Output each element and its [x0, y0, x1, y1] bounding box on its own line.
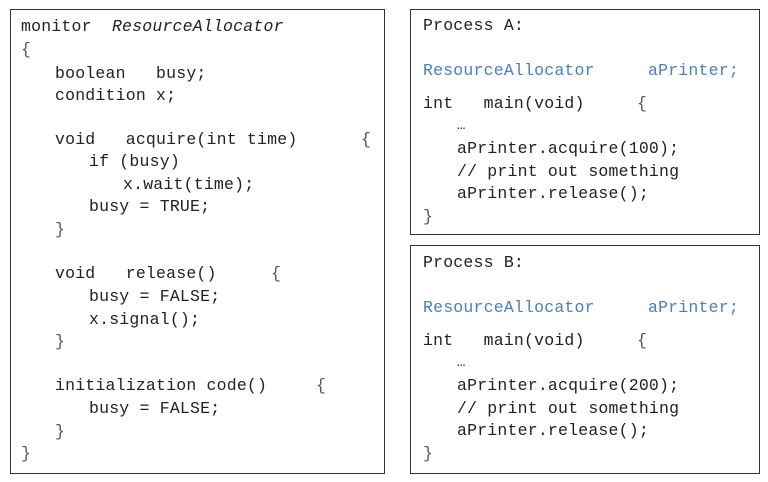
acquire-close-brace: }: [55, 220, 66, 239]
monitor-header: monitor ResourceAllocator: [21, 17, 284, 37]
process-a-title: Process A:: [423, 16, 525, 35]
process-a-acquire: aPrinter.acquire(100);: [457, 139, 680, 158]
init-open-brace: {: [316, 376, 327, 395]
monitor-open-brace: {: [21, 40, 32, 59]
process-b-box: Process B: ResourceAllocator aPrinter; i…: [410, 245, 760, 474]
release-signature: void release(): [55, 264, 217, 283]
process-b-ellipsis: …: [457, 355, 466, 371]
process-b-title: Process B:: [423, 253, 525, 272]
process-a-ellipsis: …: [457, 118, 466, 134]
process-b-decl-var: aPrinter;: [648, 298, 739, 317]
init-close-brace: }: [55, 422, 66, 441]
release-signal: x.signal();: [89, 310, 201, 329]
process-a-close-brace: }: [423, 207, 434, 226]
acquire-wait: x.wait(time);: [123, 175, 255, 194]
process-a-release: aPrinter.release();: [457, 184, 649, 203]
release-set-busy: busy = FALSE;: [89, 287, 221, 306]
init-signature: initialization code(): [55, 376, 268, 395]
acquire-set-busy: busy = TRUE;: [89, 197, 211, 216]
process-a-decl-type: ResourceAllocator: [423, 61, 595, 80]
decl-condition: condition x;: [55, 86, 177, 105]
process-a-comment: // print out something: [457, 162, 680, 181]
process-b-close-brace: }: [423, 444, 434, 463]
monitor-keyword: monitor: [21, 17, 92, 36]
process-b-decl-type: ResourceAllocator: [423, 298, 595, 317]
monitor-close-brace: }: [21, 444, 32, 463]
monitor-name: ResourceAllocator: [111, 17, 284, 36]
process-a-main-signature: int main(void): [423, 94, 585, 113]
acquire-signature: void acquire(int time): [55, 130, 298, 149]
process-b-comment: // print out something: [457, 399, 680, 418]
monitor-code-box: monitor ResourceAllocator { boolean busy…: [10, 9, 385, 474]
process-b-release: aPrinter.release();: [457, 421, 649, 440]
process-a-decl-var: aPrinter;: [648, 61, 739, 80]
acquire-if: if (busy): [89, 152, 180, 171]
decl-busy: boolean busy;: [55, 64, 207, 83]
process-b-acquire: aPrinter.acquire(200);: [457, 376, 680, 395]
process-a-main-open-brace: {: [637, 94, 648, 113]
process-b-main-signature: int main(void): [423, 331, 585, 350]
release-open-brace: {: [271, 264, 282, 283]
acquire-open-brace: {: [361, 130, 372, 149]
process-a-box: Process A: ResourceAllocator aPrinter; i…: [410, 9, 760, 235]
process-b-main-open-brace: {: [637, 331, 648, 350]
release-close-brace: }: [55, 332, 66, 351]
init-set-busy: busy = FALSE;: [89, 399, 221, 418]
